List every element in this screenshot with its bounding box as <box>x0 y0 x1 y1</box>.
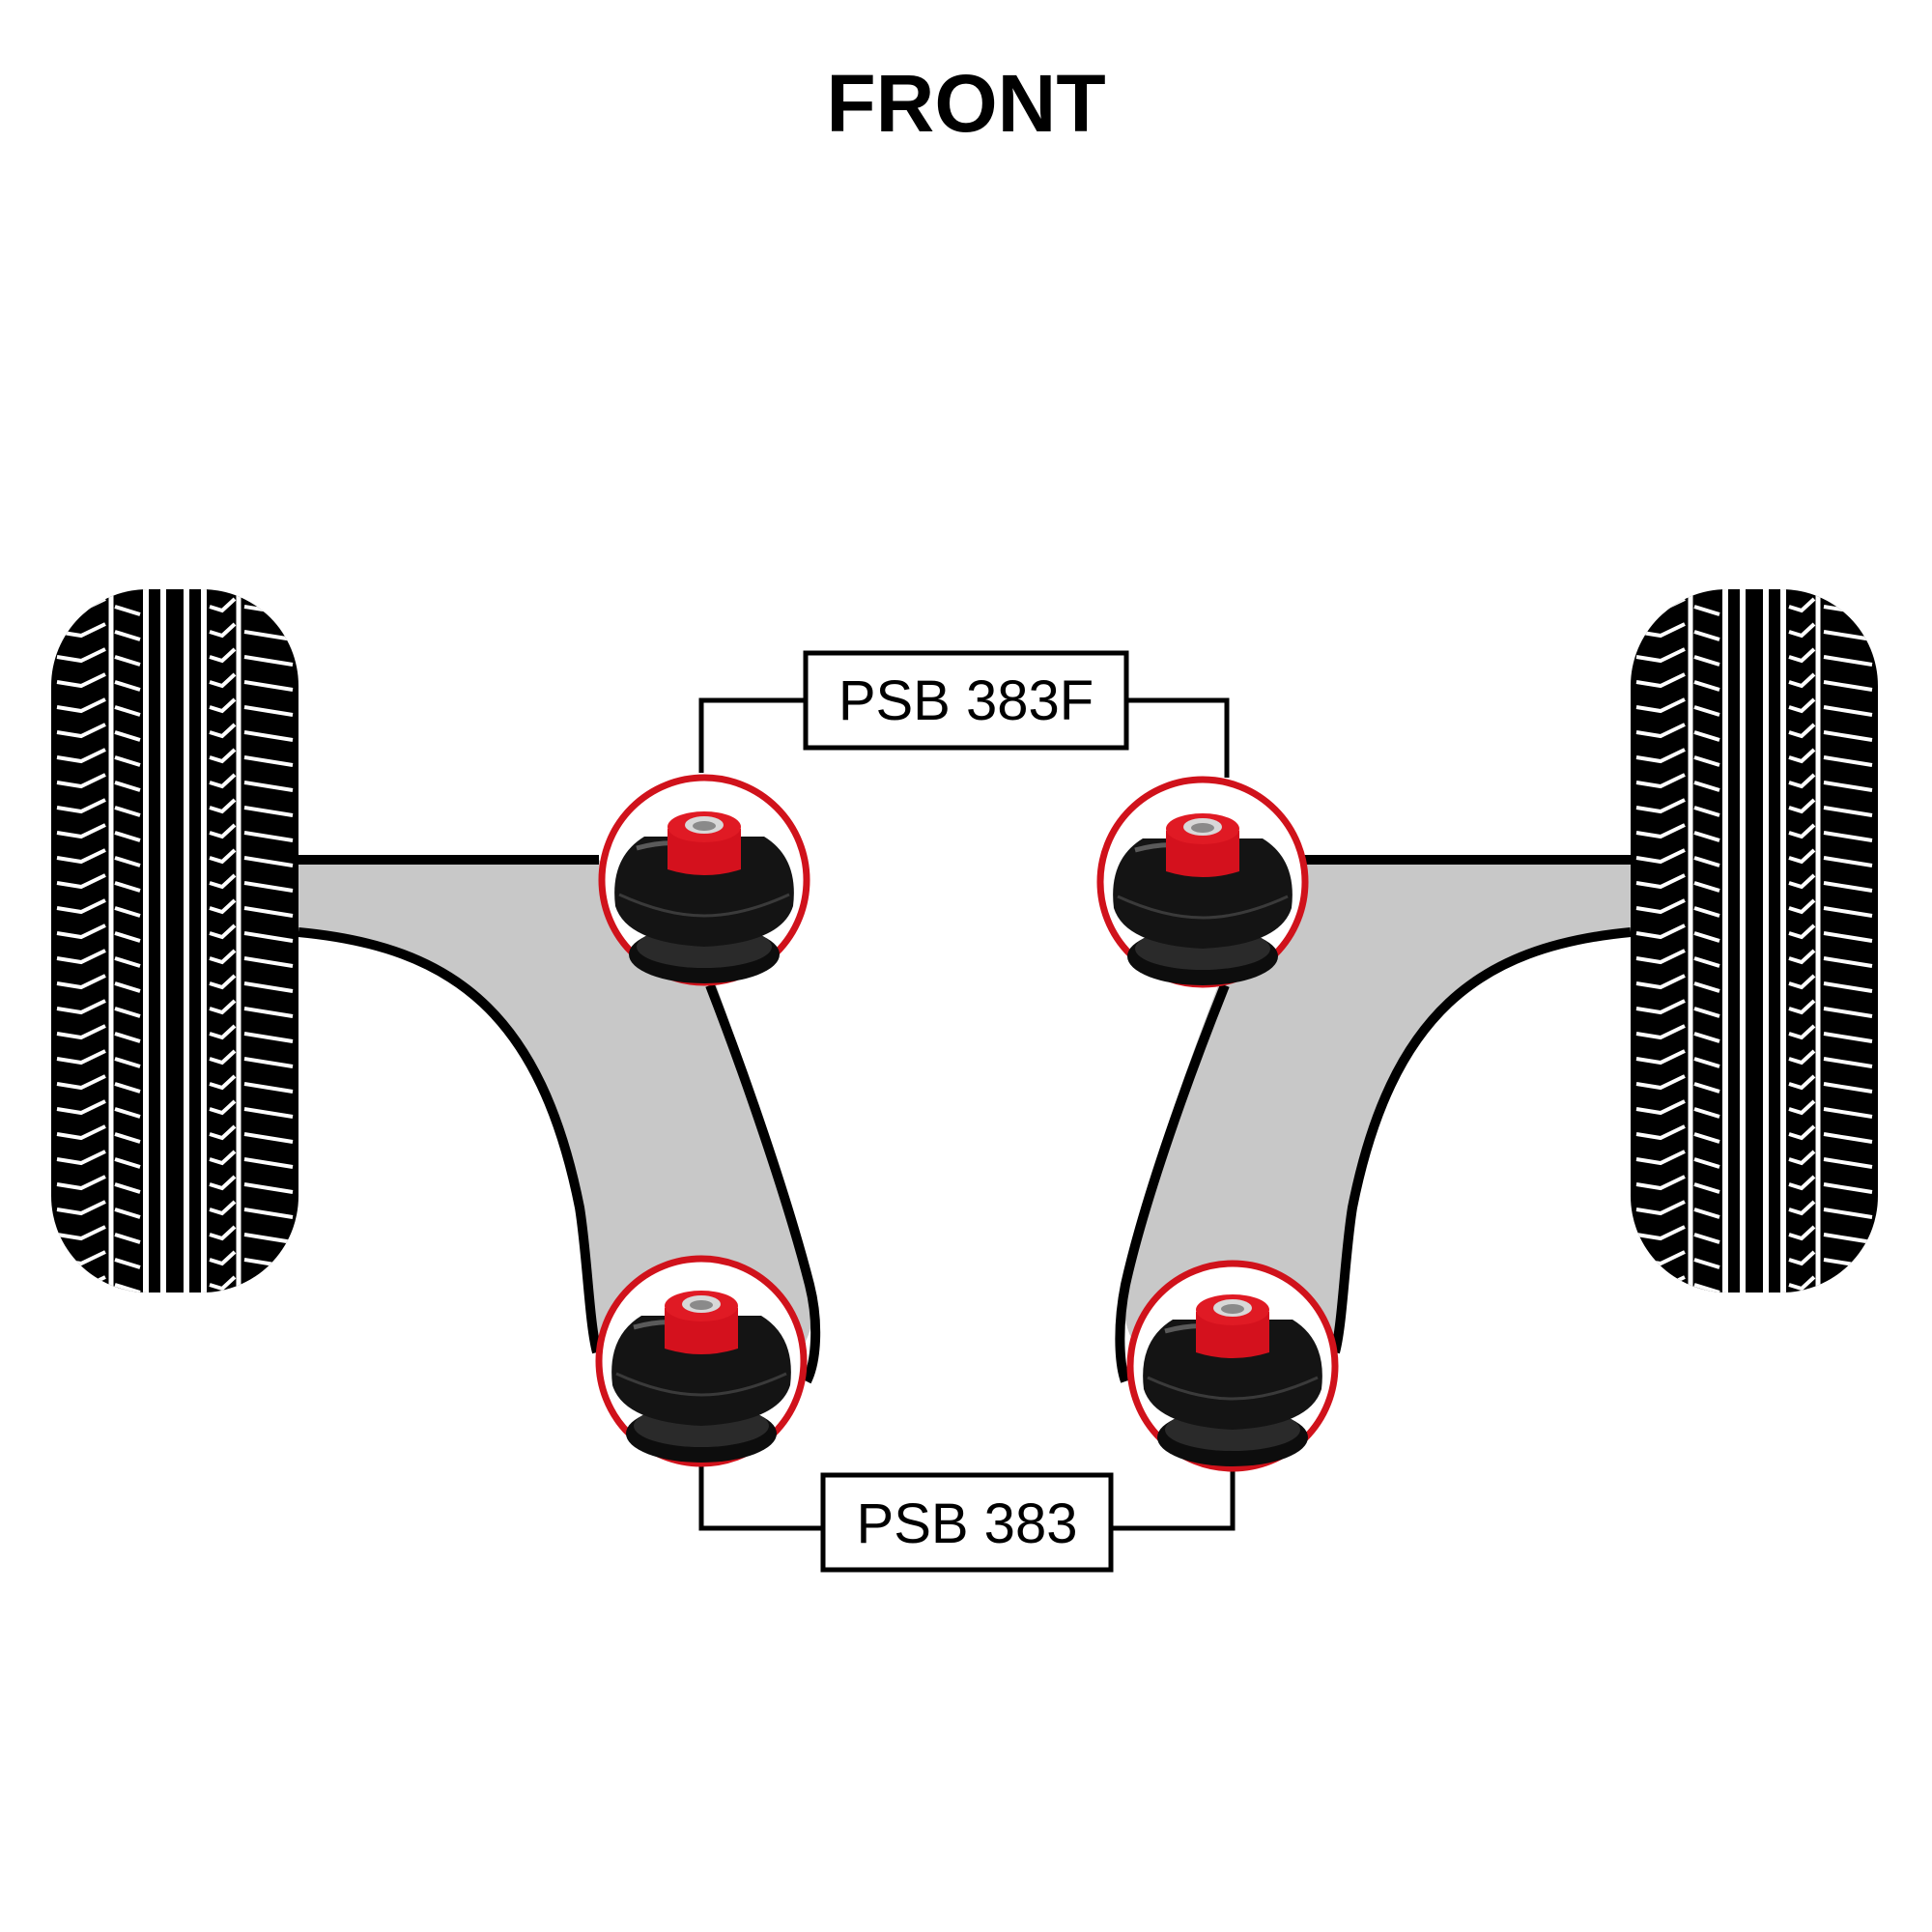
front-pair-label-text: PSB 383F <box>838 669 1094 732</box>
bush-callout-rear-right <box>1126 1260 1339 1472</box>
bush-callout-front-right <box>1096 776 1309 988</box>
bush-callout-rear-left <box>595 1255 808 1467</box>
front-pair-leader-line <box>698 697 1230 778</box>
diagram-title: FRONT <box>826 58 1105 149</box>
front-pair-label: PSB 383F <box>803 650 1129 751</box>
right-control-arm <box>1123 860 1631 1393</box>
rear-pair-leader-line <box>698 1463 1236 1531</box>
rear-pair-label: PSB 383 <box>820 1472 1114 1573</box>
bush-callout-front-left <box>598 774 810 986</box>
right-wheel-tyre-icon <box>1631 589 1878 1293</box>
left-wheel-tyre-icon <box>51 589 298 1293</box>
rear-pair-label-text: PSB 383 <box>857 1492 1078 1555</box>
